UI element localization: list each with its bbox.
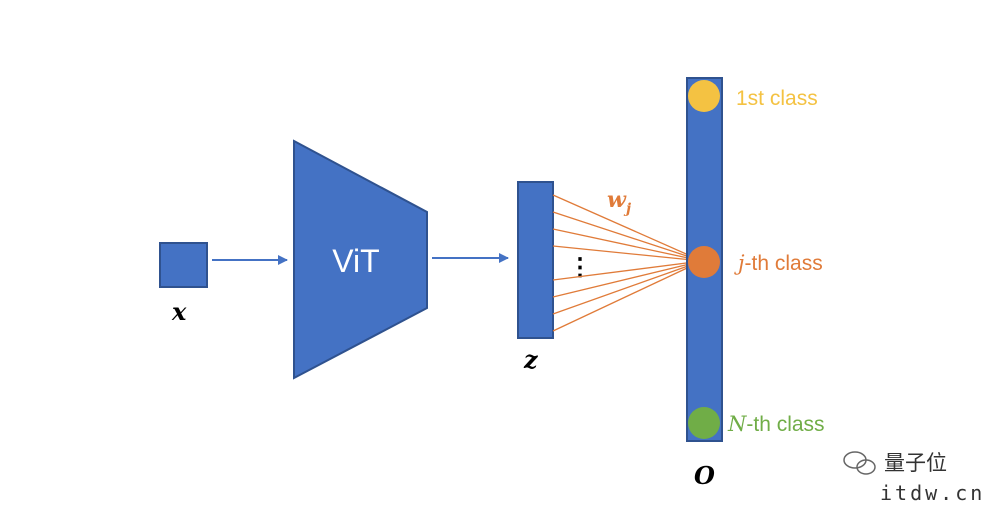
weight-label: wj	[607, 187, 631, 217]
weight-line	[552, 228, 703, 262]
vit-encoder	[293, 139, 428, 380]
vit-label: ViT	[332, 243, 379, 279]
wechat-icon	[843, 451, 876, 475]
first-class-node	[688, 80, 720, 112]
n-class-label: N-th class	[727, 412, 825, 436]
watermark-brand: 量子位	[884, 452, 947, 475]
j-class-label: j-th class	[734, 251, 823, 275]
first-class-label: 1st class	[736, 87, 818, 110]
n-class-node	[688, 407, 720, 439]
embedding-bar	[517, 181, 554, 339]
embedding-label: z	[523, 345, 539, 374]
weight-line	[552, 260, 703, 332]
weight-line	[552, 260, 703, 281]
j-class-node	[688, 246, 720, 278]
weight-line	[552, 194, 703, 262]
weight-line	[552, 245, 703, 262]
watermark-url: itdw.cn	[880, 481, 985, 505]
weight-line	[552, 211, 703, 262]
output-label: O	[694, 461, 715, 490]
weight-lines	[552, 194, 703, 332]
weight-line	[552, 260, 703, 315]
watermark: 量子位 itdw.cn	[843, 451, 985, 505]
weight-line	[552, 260, 703, 298]
input-square	[159, 242, 208, 288]
input-label: x	[171, 297, 187, 326]
